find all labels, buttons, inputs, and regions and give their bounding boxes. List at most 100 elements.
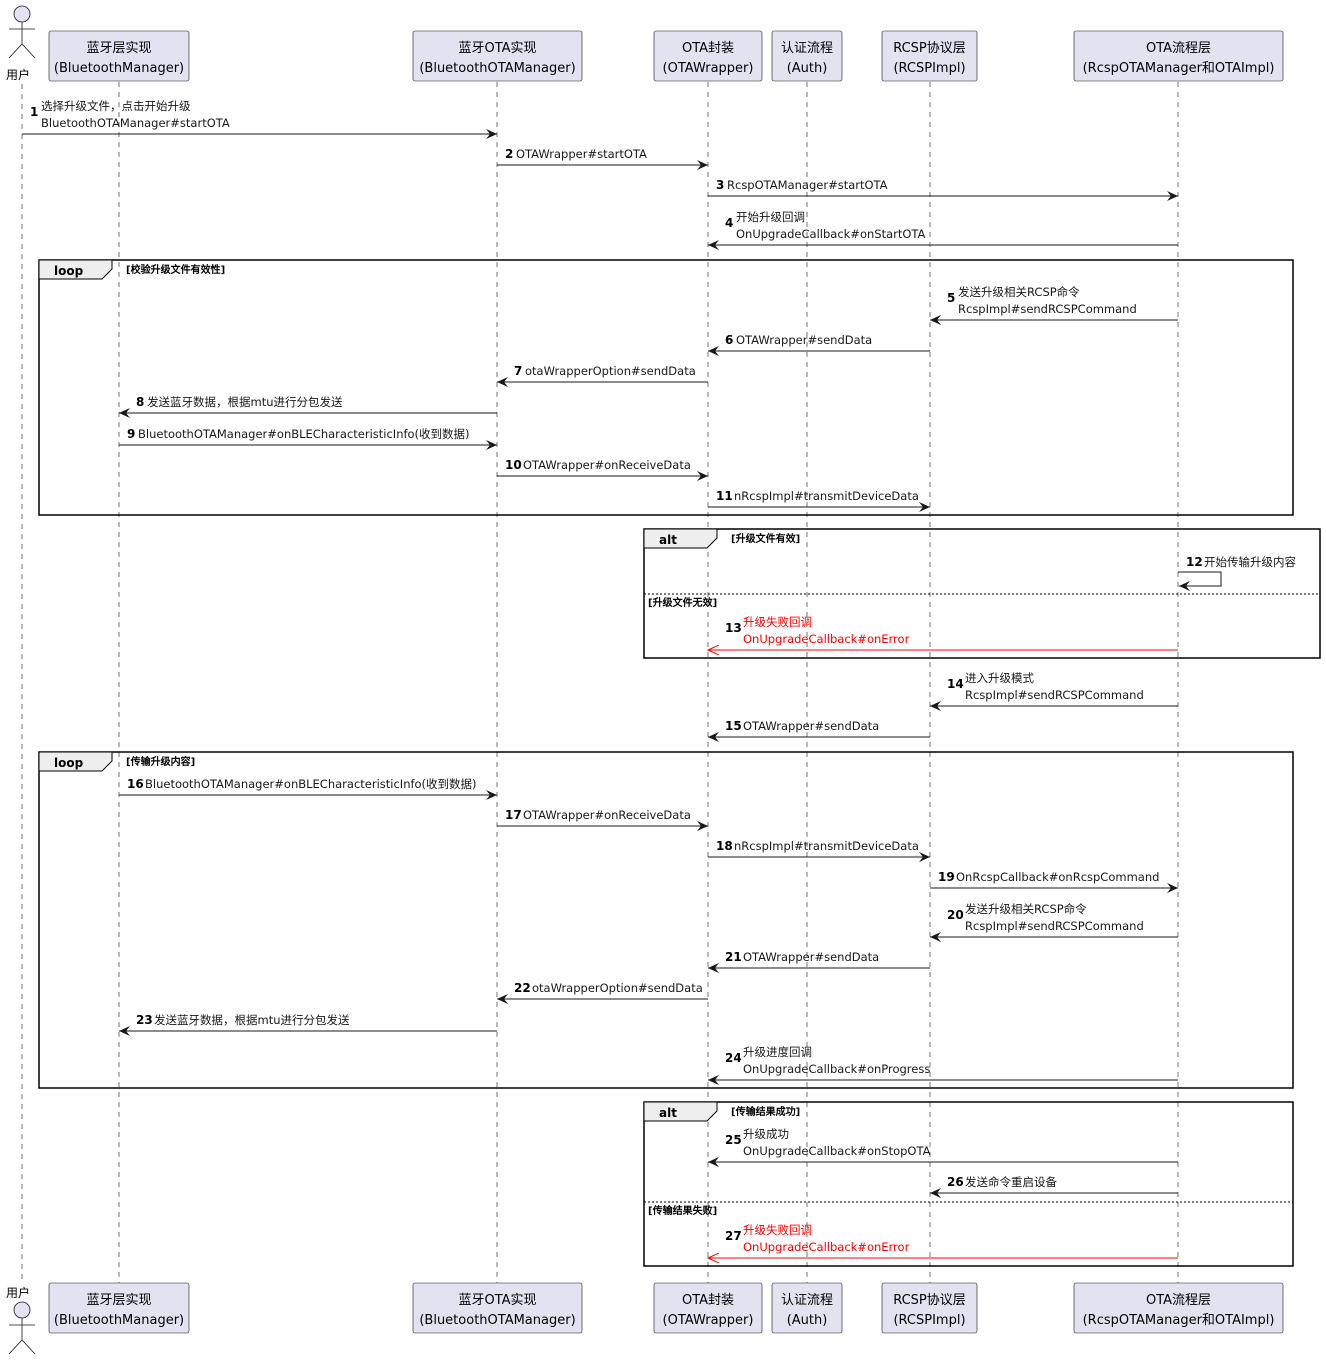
fragment-condition: [传输升级内容] (126, 755, 195, 768)
participant-flow-bottom[interactable]: OTA流程层(RcspOTAManager和OTAImpl) (1073, 1282, 1284, 1334)
fragment-tab (38, 751, 113, 772)
message-label: RcspImpl#sendRCSPCommand (965, 919, 1144, 933)
actor-label: 用户 (6, 1285, 30, 1300)
loop-fragment: loop [传输升级内容] (38, 751, 1294, 1089)
actor-user-bottom[interactable]: 用户 (6, 1285, 36, 1355)
fragment-frame (38, 259, 1294, 516)
fragment-frame (38, 751, 1294, 1089)
participant-auth-top[interactable]: 认证流程 (Auth) (771, 30, 843, 82)
actor-body (8, 22, 36, 59)
participant-class: (RCSPImpl) (893, 61, 965, 76)
else-condition: [升级文件无效] (648, 596, 717, 609)
participant-otaw-top[interactable]: OTA封装(OTAWrapper) (653, 30, 763, 82)
participant-name: 认证流程 (781, 41, 833, 56)
participant-box (1073, 30, 1284, 82)
loop-fragment: loop[校验升级文件有效性] (38, 259, 1294, 516)
fragment-frame (643, 1101, 1294, 1267)
participant-class: (Auth) (787, 1313, 828, 1328)
alt-fragment: alt[传输结果成功][传输结果失败] (643, 1101, 1294, 1267)
participant-name: 蓝牙层实现 (86, 1293, 151, 1308)
message-number: 14 (947, 677, 964, 691)
message-number: 27 (725, 1229, 742, 1243)
participant-box (48, 30, 190, 82)
participant-box (653, 30, 763, 82)
message-label: otaWrapperOption#sendData (532, 981, 703, 995)
participant-otaw-bottom[interactable]: OTA封装(OTAWrapper) (653, 1282, 763, 1334)
message-label: OTAWrapper#onReceiveData (523, 808, 691, 822)
participant-bota-bottom[interactable]: 蓝牙OTA实现(BluetoothOTAManager) (412, 1282, 583, 1334)
participant-auth-bottom[interactable]: 认证流程(Auth) (771, 1282, 843, 1334)
actor-icon (13, 5, 31, 23)
participant-rcsp-bottom[interactable]: RCSP协议层(RCSPImpl) (881, 1282, 978, 1334)
message-label: 发送命令重启设备 (965, 1175, 1057, 1189)
participant-bm-bottom[interactable]: 蓝牙层实现(BluetoothManager) (48, 1282, 190, 1334)
fragment-type: loop (54, 756, 84, 770)
message-label: OnUpgradeCallback#onError (743, 1240, 910, 1254)
fragment-tab (38, 259, 113, 280)
fragment-type: loop (54, 264, 84, 278)
message-description: 选择升级文件，点击开始升级 (41, 99, 191, 113)
message-label: OnRcspCallback#onRcspCommand (956, 870, 1159, 884)
participant-box (48, 1282, 190, 1334)
message-label: 发送蓝牙数据，根据mtu进行分包发送 (154, 1013, 350, 1027)
actor-body (8, 1318, 36, 1355)
message-label: 开始传输升级内容 (1204, 555, 1296, 569)
participant-class: (RCSPImpl) (893, 1313, 965, 1328)
message-number: 19 (938, 870, 955, 884)
participant-name: RCSP协议层 (893, 41, 966, 56)
participant-class: (Auth) (787, 61, 828, 76)
message-description: 发送升级相关RCSP命令 (958, 285, 1080, 299)
message-label: BluetoothOTAManager#onBLECharacteristicI… (145, 777, 477, 791)
participant-name: OTA流程层 (1146, 1293, 1211, 1308)
participant-name: OTA封装 (682, 41, 734, 56)
participant-box (412, 30, 583, 82)
message-number: 20 (947, 908, 964, 922)
actor-user-top[interactable]: 用户 (6, 5, 36, 82)
message-description: 发送升级相关RCSP命令 (965, 902, 1087, 916)
message-number: 23 (136, 1013, 153, 1027)
participant-rcsp-top[interactable]: RCSP协议层 (RCSPImpl) (881, 30, 978, 82)
message-number: 25 (725, 1133, 742, 1147)
message-number: 4 (725, 216, 733, 230)
participant-box (881, 30, 978, 82)
participant-box (1073, 1282, 1284, 1334)
participant-class: (BluetoothOTAManager) (419, 61, 575, 76)
participant-flow-top[interactable]: OTA流程层(RcspOTAManager和OTAImpl) (1073, 30, 1284, 82)
message-label: OnUpgradeCallback#onProgress (743, 1062, 930, 1076)
message-label: RcspImpl#sendRCSPCommand (958, 302, 1137, 316)
participant-bota-top[interactable]: 蓝牙OTA实现(BluetoothOTAManager) (412, 30, 583, 82)
message-description: 升级失败回调 (743, 1223, 812, 1237)
message-label: OTAWrapper#sendData (736, 333, 872, 347)
actor-icon (13, 1301, 31, 1319)
message-label: OTAWrapper#onReceiveData (523, 458, 691, 472)
participant-bm-top[interactable]: 蓝牙层实现(BluetoothManager) (48, 30, 190, 82)
